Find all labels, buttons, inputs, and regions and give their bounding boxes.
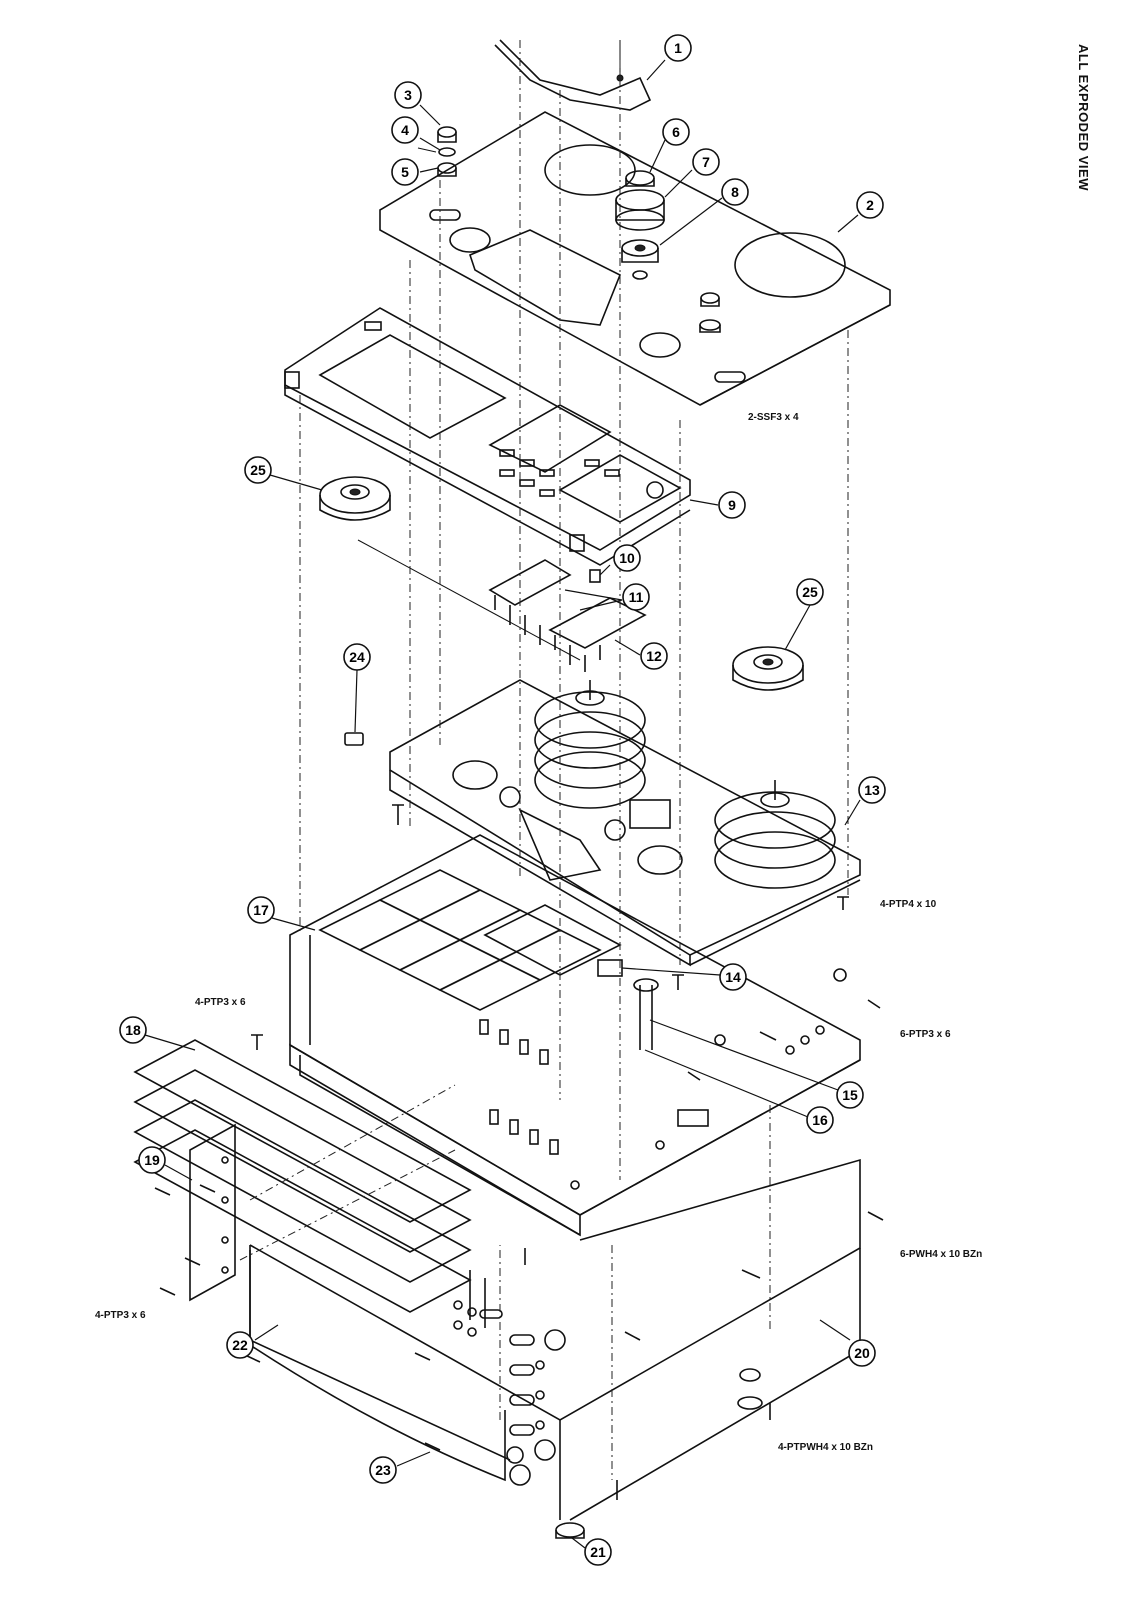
- callout-6: 6: [662, 118, 690, 146]
- svg-text:11: 11: [629, 589, 644, 605]
- part-17-ic-array: [318, 869, 602, 1011]
- callout-21: 21: [584, 1538, 612, 1566]
- svg-text:21: 21: [590, 1544, 606, 1560]
- svg-text:5: 5: [401, 164, 409, 180]
- svg-text:9: 9: [728, 497, 736, 513]
- svg-text:6: 6: [672, 124, 680, 140]
- part-25-reel-knob-right: [732, 646, 804, 691]
- leader-lines: [144, 59, 861, 1549]
- callout-9: 9: [718, 491, 746, 519]
- callout-24: 24: [343, 643, 371, 671]
- svg-text:12: 12: [646, 648, 662, 664]
- callout-18: 18: [119, 1016, 147, 1044]
- svg-text:25: 25: [250, 462, 266, 478]
- callout-19: 19: [138, 1146, 166, 1174]
- svg-text:19: 19: [144, 1152, 160, 1168]
- part-19-mount-bracket: [189, 1123, 236, 1302]
- supply-reel: [534, 680, 646, 809]
- svg-text:20: 20: [854, 1345, 870, 1361]
- main-chassis: [289, 834, 861, 1237]
- svg-text:24: 24: [349, 649, 365, 665]
- svg-text:18: 18: [125, 1022, 141, 1038]
- part-24-clip: [344, 732, 364, 746]
- label-ptp3-screws-right: 6-PTP3 x 6: [900, 1029, 951, 1040]
- callout-22: 22: [226, 1331, 254, 1359]
- reel-hub-6-7-8: [615, 170, 665, 280]
- label-pwh-screws: 6-PWH4 x 10 BZn: [900, 1249, 982, 1260]
- svg-text:15: 15: [842, 1087, 858, 1103]
- svg-text:16: 16: [812, 1112, 828, 1128]
- callout-25-left: 25: [244, 456, 272, 484]
- label-ssf-screws: 2-SSF3 x 4: [748, 412, 799, 423]
- svg-text:10: 10: [619, 550, 635, 566]
- callout-10: 10: [613, 544, 641, 572]
- callout-2: 2: [856, 191, 884, 219]
- svg-text:3: 3: [404, 87, 412, 103]
- part-25-reel-knob-left: [319, 476, 391, 521]
- rear-panel-jacks: [453, 1300, 566, 1461]
- svg-text:1: 1: [674, 40, 682, 56]
- alignment-lines: [239, 40, 849, 1480]
- part-18-pcb-stack: [133, 1039, 472, 1313]
- callout-13: 13: [858, 776, 886, 804]
- callout-23: 23: [369, 1456, 397, 1484]
- svg-text:25: 25: [802, 584, 818, 600]
- callout-16: 16: [806, 1106, 834, 1134]
- svg-text:8: 8: [731, 184, 739, 200]
- panel-buttons: [499, 449, 620, 497]
- screws: [154, 804, 884, 1500]
- callout-5: 5: [391, 158, 419, 186]
- svg-text:14: 14: [725, 969, 741, 985]
- svg-text:22: 22: [232, 1337, 248, 1353]
- callout-8: 8: [721, 178, 749, 206]
- callout-11: 11: [622, 583, 650, 611]
- part-1-top-bracket: [494, 39, 652, 111]
- part-21-foot: [555, 1522, 585, 1539]
- label-ptp3-screws-lower: 4-PTP3 x 6: [95, 1310, 146, 1321]
- label-ptpwh-screws: 4-PTPWH4 x 10 BZn: [778, 1442, 873, 1453]
- callout-4: 4: [391, 116, 419, 144]
- svg-text:2: 2: [866, 197, 874, 213]
- callout-17: 17: [247, 896, 275, 924]
- callout-12: 12: [640, 642, 668, 670]
- label-ptp4-screws: 4-PTP4 x 10: [880, 899, 937, 910]
- svg-text:13: 13: [864, 782, 880, 798]
- callout-15: 15: [836, 1081, 864, 1109]
- deck-right-knobs: [699, 292, 721, 333]
- svg-text:17: 17: [253, 902, 269, 918]
- label-ptp3-screws-upper: 4-PTP3 x 6: [195, 997, 246, 1008]
- switch-row: [479, 1019, 559, 1155]
- svg-text:7: 7: [702, 154, 710, 170]
- callout-3: 3: [394, 81, 422, 109]
- callout-25-right: 25: [796, 578, 824, 606]
- takeup-reel: [714, 780, 836, 889]
- part-9-front-panel: [284, 307, 691, 566]
- part-22-side-panel: [249, 1250, 506, 1482]
- callout-20: 20: [848, 1339, 876, 1367]
- callout-14: 14: [719, 963, 747, 991]
- callout-1: 1: [664, 34, 692, 62]
- part-13-transport-chassis: [389, 679, 861, 967]
- part-2-top-deck-plate: [379, 111, 891, 406]
- svg-text:4: 4: [401, 122, 409, 138]
- svg-text:23: 23: [375, 1462, 391, 1478]
- brackets-10-11-12: [488, 559, 647, 672]
- callout-7: 7: [692, 148, 720, 176]
